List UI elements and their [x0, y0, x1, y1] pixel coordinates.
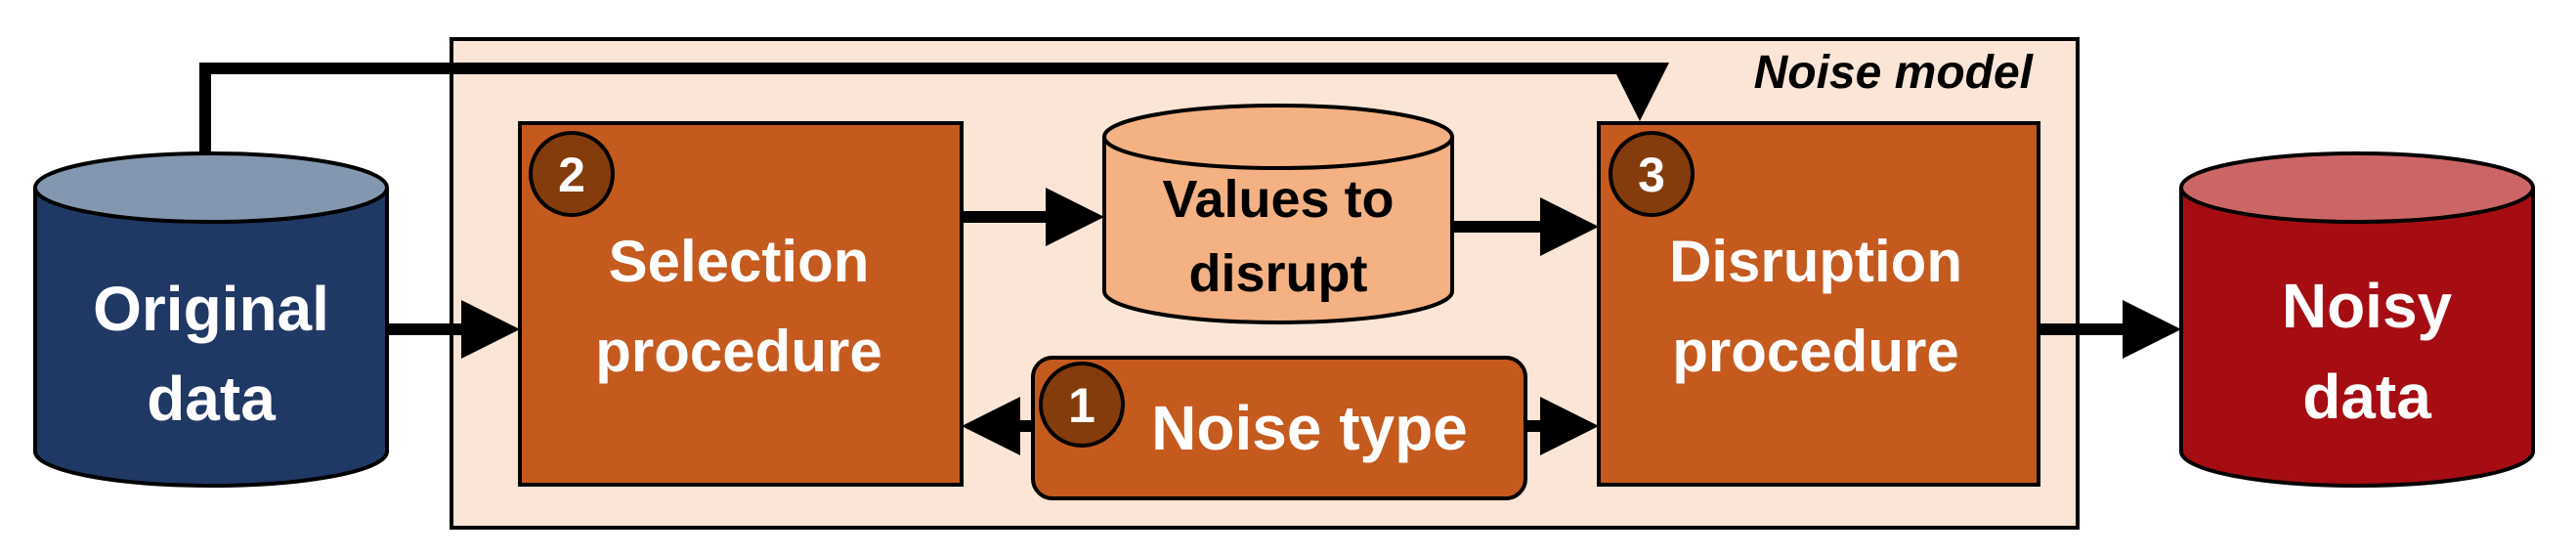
original-data-label-line1: Original: [93, 274, 329, 344]
selection-badge: [529, 131, 615, 217]
values-to-disrupt-cylinder: Values to disrupt: [1102, 104, 1454, 324]
selection-label-line2: procedure: [595, 319, 881, 384]
selection-procedure-box: 2 Selection procedure: [518, 121, 964, 487]
noise-type-badge: [1039, 362, 1125, 448]
noise-type-badge-number: 1: [1068, 378, 1095, 433]
disruption-label-line1: Disruption: [1669, 229, 1962, 294]
panel-title: Noise model: [1754, 47, 2035, 99]
disruption-badge-number: 3: [1638, 148, 1665, 202]
noisy-data-label-line2: data: [2302, 362, 2431, 432]
disruption-label-line2: procedure: [1672, 319, 1958, 384]
original-data-label-line2: data: [147, 364, 276, 434]
noisy-data-label-line1: Noisy: [2282, 271, 2453, 341]
disruption-badge: [1609, 131, 1695, 217]
arrow-original-to-disruption: [199, 63, 1669, 152]
original-data-cylinder: Original data: [33, 151, 389, 488]
noisy-data-cylinder: Noisy data: [2179, 151, 2535, 488]
values-label-line2: disrupt: [1189, 244, 1368, 303]
selection-label-line1: Selection: [609, 229, 870, 294]
noise-type-label: Noise type: [1151, 393, 1468, 463]
values-label-line1: Values to: [1162, 170, 1394, 229]
noise-type-box: 1 Noise type: [1031, 356, 1527, 500]
disruption-procedure-box: 3 Disruption procedure: [1597, 121, 2040, 487]
selection-badge-number: 2: [558, 148, 585, 202]
